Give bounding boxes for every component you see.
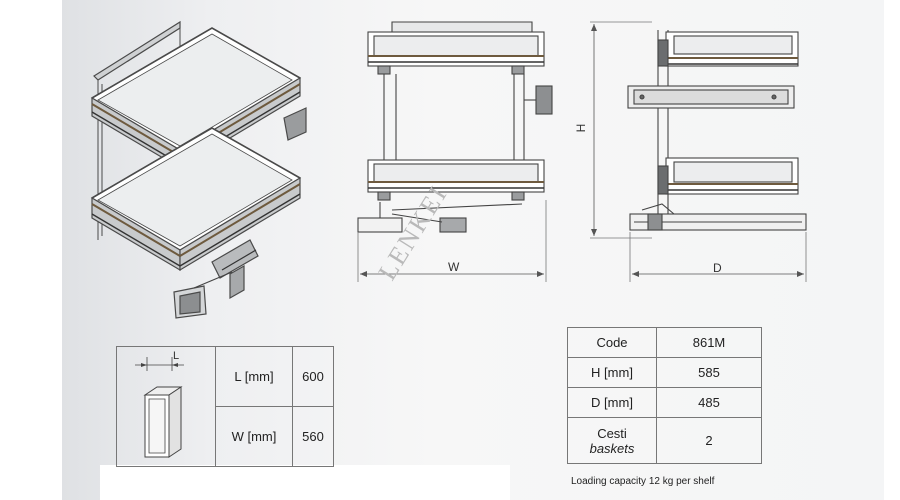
spec-table: Code 861M H [mm] 585 D [mm] 485 Cesti ba… [567,327,762,464]
cabinet-opening-diagram: L [116,346,216,467]
size-label-l: L [mm] [215,346,293,407]
size-value-l: 600 [292,346,334,407]
spec-baskets-value: 2 [656,417,762,464]
depth-dimension-label: D [713,261,722,275]
size-label-w: W [mm] [215,406,293,467]
spec-baskets-label-it: Cesti [597,425,627,441]
l-dimension-label: L [173,350,179,362]
front-view-drawing [357,21,553,282]
height-dimension-label: H [574,124,588,133]
size-table: L L [mm] 600 W [mm] 560 [116,346,334,467]
size-value-w: 560 [292,406,334,467]
spec-baskets-label: Cesti baskets [567,417,657,464]
spec-depth-value: 485 [656,387,762,418]
spec-height-label: H [mm] [567,357,657,388]
spec-code-value: 861M [656,327,762,358]
spec-depth-label: D [mm] [567,387,657,418]
technical-drawings: W LENKEI [90,20,807,319]
width-dimension-label: W [448,260,460,274]
isometric-product-drawing [90,20,307,319]
spec-code-label: Code [567,327,657,358]
side-view-drawing [590,21,807,282]
loading-capacity-note: Loading capacity 12 kg per shelf [571,476,715,487]
spec-height-value: 585 [656,357,762,388]
spec-baskets-label-en: baskets [589,440,635,456]
white-strip [100,465,510,500]
cabinet-opening-icon: L [135,350,184,458]
catalog-page: W LENKEI [62,0,884,500]
